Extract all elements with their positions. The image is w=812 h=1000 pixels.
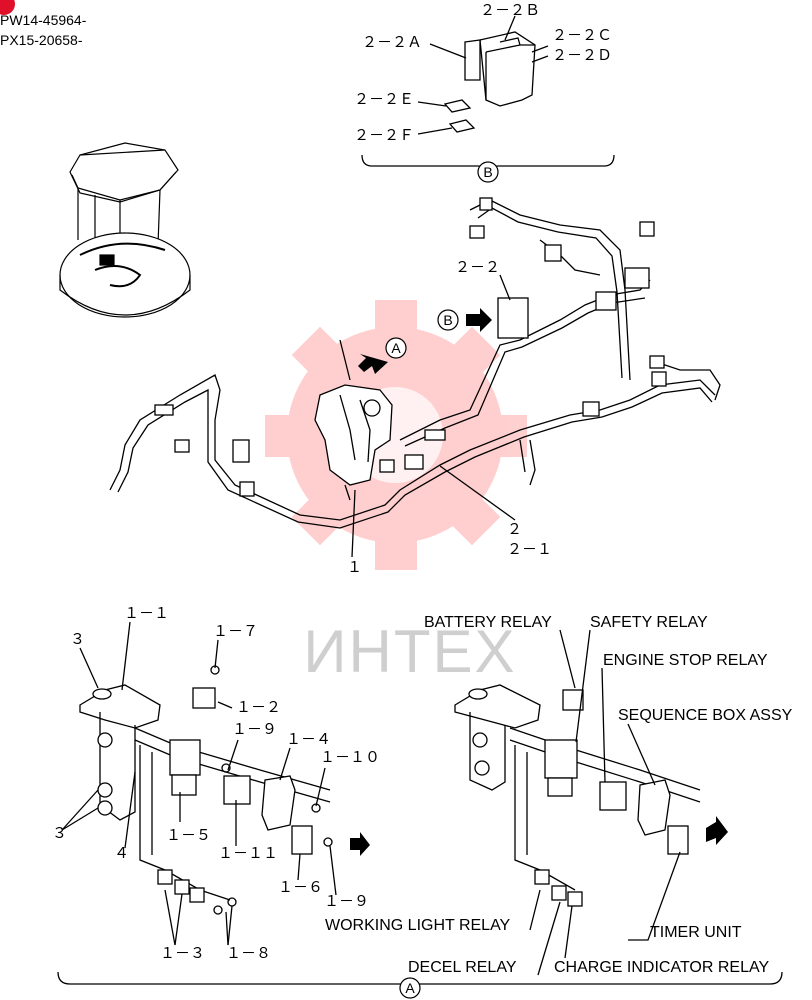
label-1-3: １－３ [160,946,205,963]
label-sequence-box-assy: SEQUENCE BOX ASSY [618,707,793,724]
label-2-1: ２－１ [507,542,552,559]
label-1-7: １－７ [213,624,258,641]
direction-arrow-left [350,832,370,856]
view-b-marker: B [483,164,492,180]
corner-mark [0,0,15,15]
label-4: ４ [114,846,129,863]
label-timer-unit: TIMER UNIT [650,924,742,941]
arrow-a-harness [358,354,388,374]
watermark-text: ИНТЕХ [303,618,516,685]
label-2-2a: ２－２Ａ [362,35,422,52]
label-decel-relay: DECEL RELAY [408,959,517,976]
label-1: １ [347,560,362,577]
label-1-1: １－１ [124,606,169,623]
marker-b: B [443,312,452,328]
label-1-5: １－５ [166,828,211,845]
label-safety-relay: SAFETY RELAY [590,614,708,631]
label-1-6: １－６ [278,880,323,897]
label-2-2b: ２－２Ｂ [480,3,540,20]
label-2-2-harness: ２－２ [455,260,500,277]
view-b-marker-circle [477,161,499,183]
label-2-2d: ２－２Ｄ [552,48,612,65]
label-1-4: １－４ [286,732,331,749]
label-2-2c: ２－２Ｃ [552,28,612,45]
marker-a-circle [385,337,407,359]
label-1-9-bottom: １－９ [324,894,369,911]
machine-overview-illustration [59,142,191,318]
label-2: ２ [507,522,522,539]
main-wire-harness [109,197,721,558]
label-1-8: １－８ [226,946,271,963]
view-a-marker-circle [399,977,421,999]
label-battery-relay: BATTERY RELAY [424,614,552,631]
marker-b-circle [437,309,459,331]
label-2-2e: ２－２Ｅ [354,92,414,109]
label-1-10: １－１０ [320,750,380,767]
view-a-left-assembly [61,621,337,946]
label-1-11: １－１１ [218,846,278,863]
label-working-light-relay: WORKING LIGHT RELAY [325,917,511,934]
label-engine-stop-relay: ENGINE STOP RELAY [603,652,768,669]
label-1-2: １－２ [236,700,281,717]
marker-a: A [391,340,401,356]
serial-number-1: PW14-45964- [0,12,87,28]
view-a-right-assembly [454,629,701,976]
serial-number-2: PX15-20658- [0,32,83,48]
label-1-9-top: １－９ [232,722,277,739]
label-charge-indicator-relay: CHARGE INDICATOR RELAY [554,959,769,976]
label-3-top: ３ [70,632,85,649]
view-b-detail [361,15,615,175]
direction-arrow-right [706,816,728,845]
label-3-side: ３ [52,826,67,843]
label-2-2f: ２－２Ｆ [354,128,414,145]
arrow-b-harness [466,308,492,332]
view-a-marker: A [405,980,415,996]
